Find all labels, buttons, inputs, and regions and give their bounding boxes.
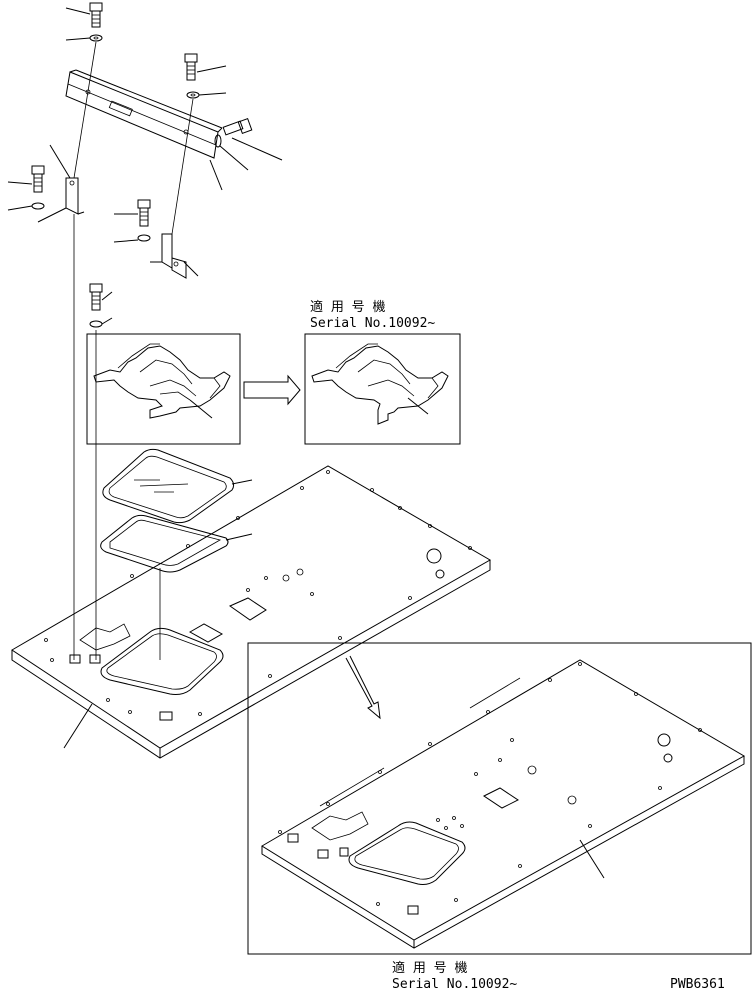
washer-upper-right [186, 91, 227, 99]
floor-plate [11, 465, 492, 759]
window-seal-upper [102, 448, 253, 524]
bolt-top [65, 2, 103, 28]
middle-stay [150, 233, 199, 279]
applicable-serial-bottom: 適 用 号 機 [392, 960, 467, 976]
bolt-middle [114, 199, 151, 227]
washer-top [65, 34, 103, 42]
washer-middle [113, 234, 151, 243]
bolt-horizontal [214, 118, 283, 171]
washer-left [7, 202, 45, 211]
serial-bottom: Serial No.10092~ [392, 977, 517, 992]
bolt-lower [89, 283, 113, 311]
washer-lower [89, 317, 113, 328]
bolt-left [7, 165, 45, 193]
assembly-centerlines [73, 41, 194, 660]
applicable-serial-top: 適 用 号 機 [310, 299, 385, 315]
detail-box-bottom [247, 642, 752, 955]
detail-box-right [304, 333, 461, 445]
drawing-number: PWB6361 [670, 977, 725, 992]
bolt-upper-right [184, 53, 227, 81]
window-seal-lower [100, 514, 253, 573]
serial-top: Serial No.10092~ [310, 316, 435, 331]
down-arrow [345, 655, 381, 720]
upper-bracket [65, 69, 223, 191]
right-arrow [243, 374, 301, 406]
detail-box-left [86, 333, 241, 445]
